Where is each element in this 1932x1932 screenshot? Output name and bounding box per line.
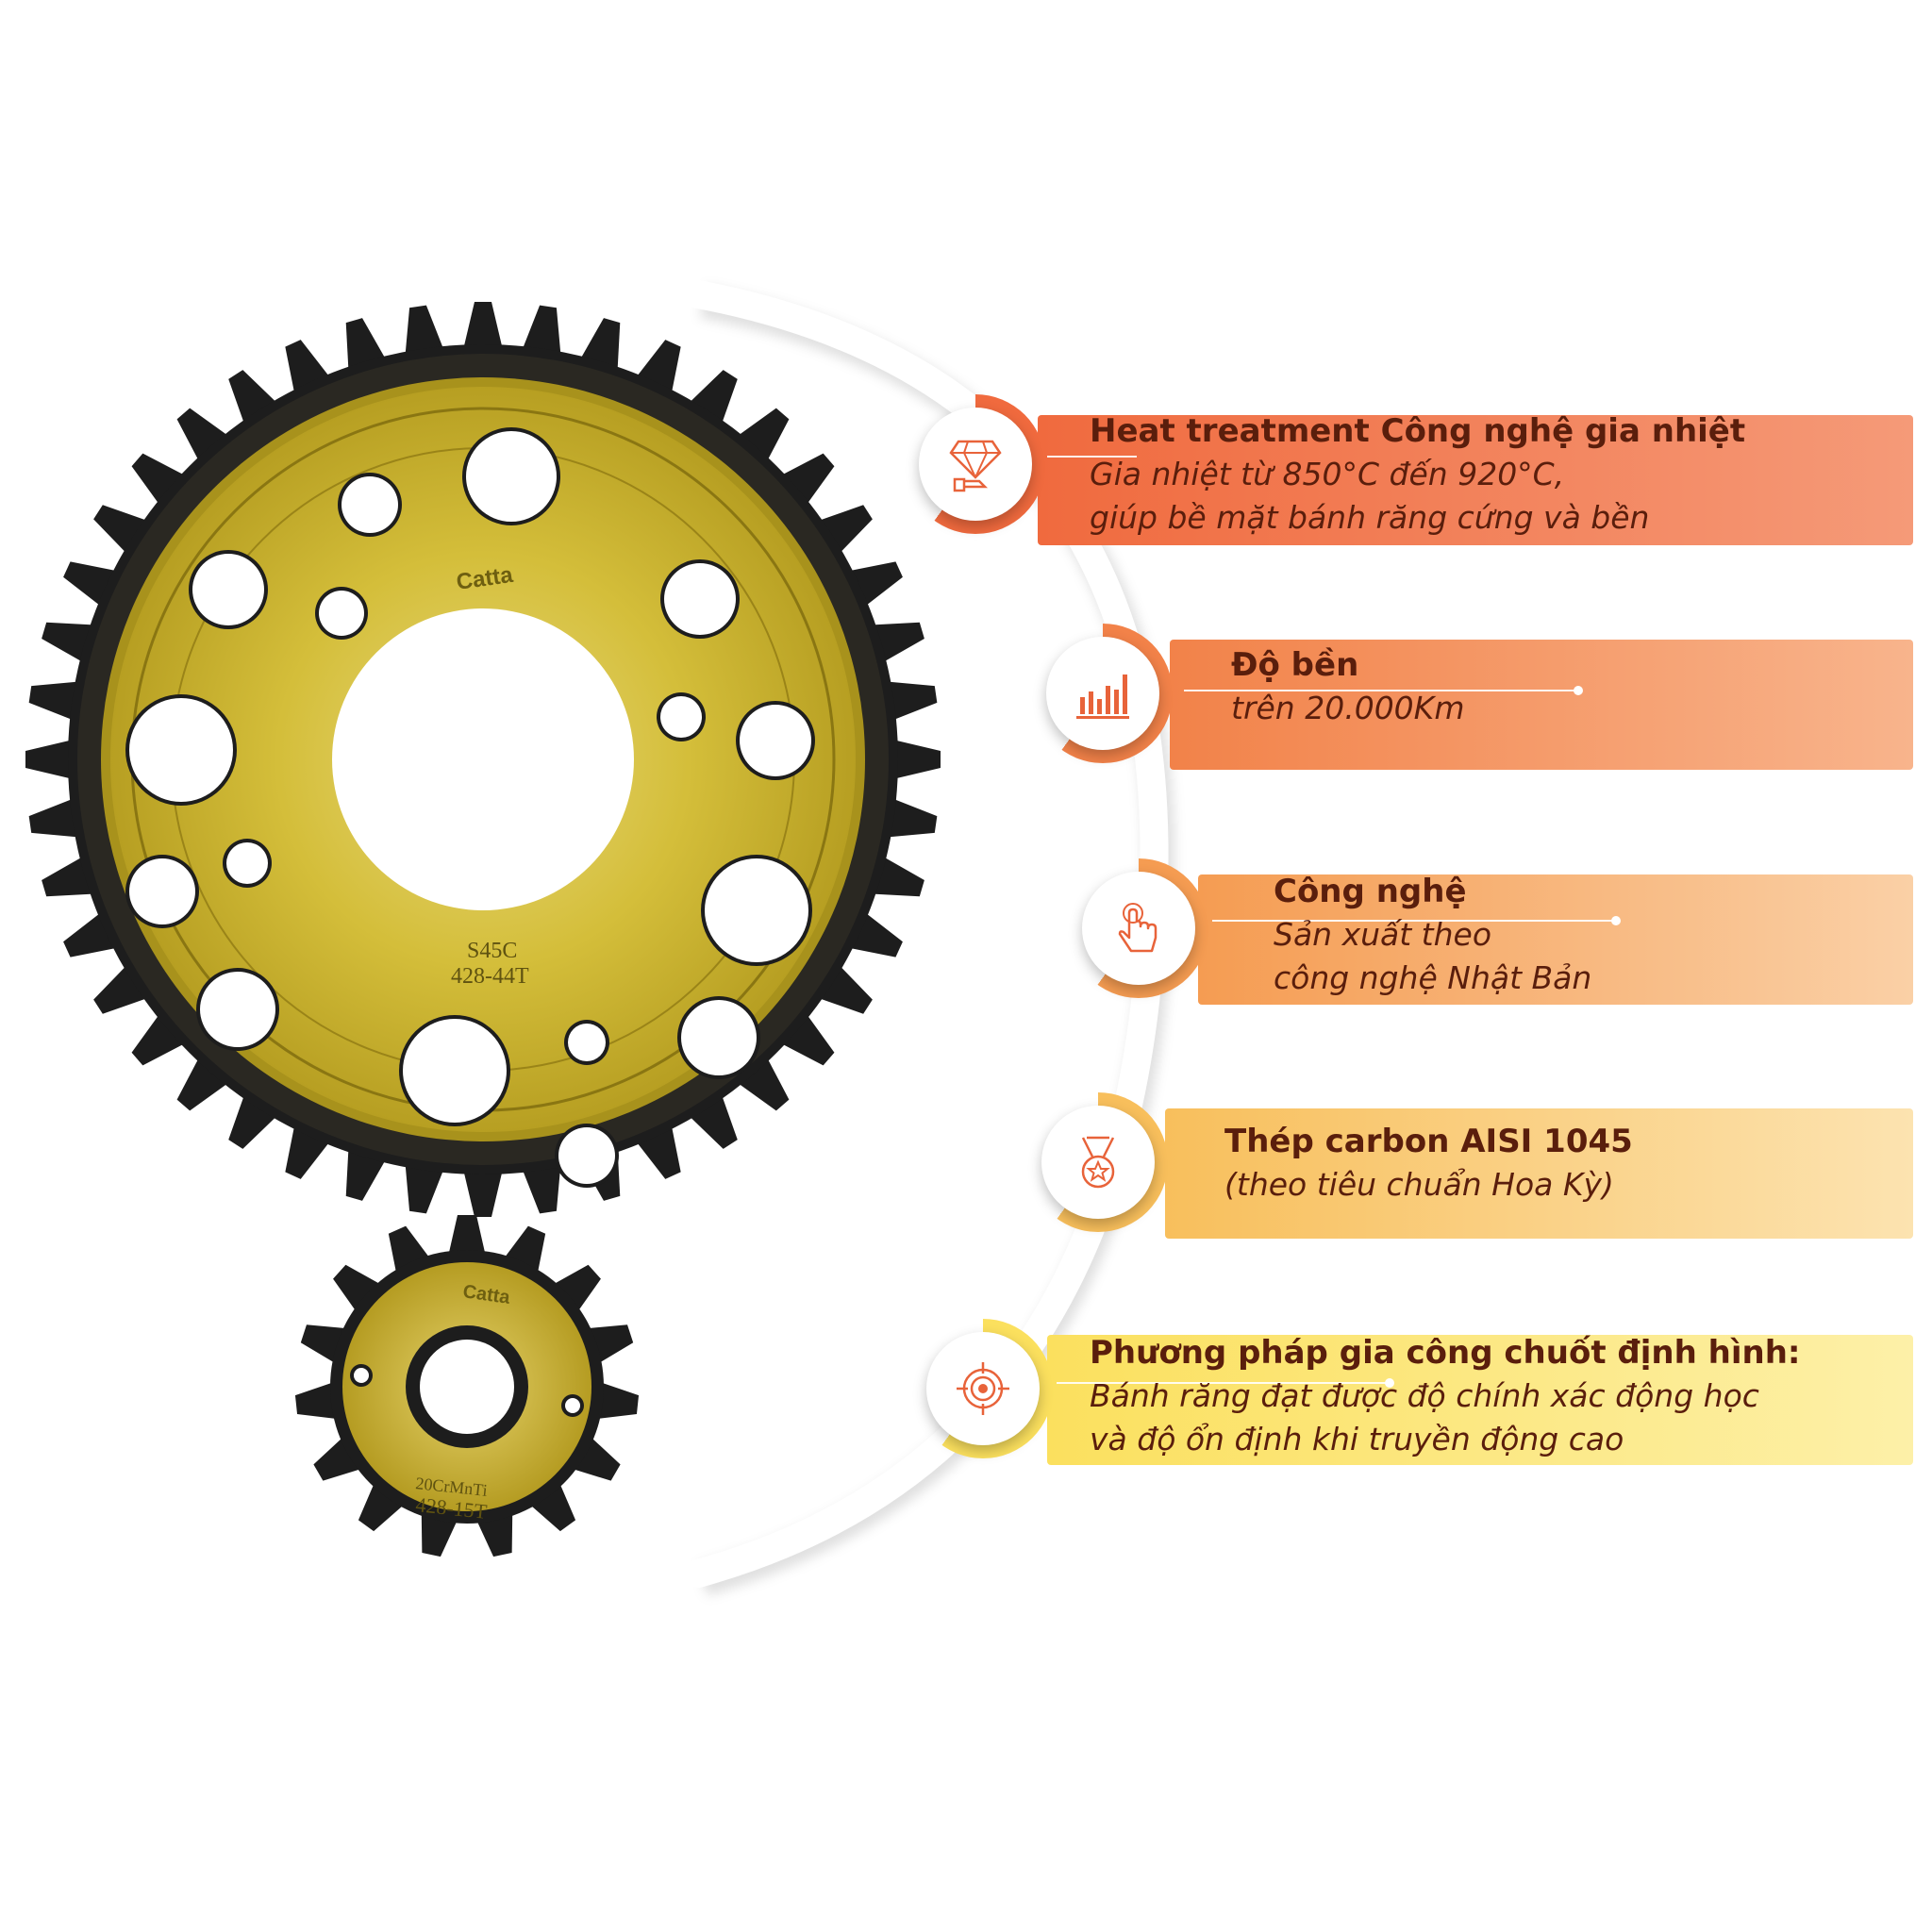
bar-chart-icon bbox=[1076, 675, 1129, 719]
touch-finger-icon bbox=[1118, 903, 1158, 953]
sprocket-tooth bbox=[358, 1480, 407, 1532]
feature-band-carbon-steel bbox=[1165, 1108, 1913, 1239]
sprocket-tooth bbox=[881, 681, 938, 723]
sprocket-tooth bbox=[520, 1158, 561, 1214]
feature-band-durability bbox=[1170, 640, 1913, 770]
feature-1-title-en: Heat treatment bbox=[1090, 412, 1370, 450]
sprocket-tooth bbox=[732, 408, 790, 467]
sprocket-tooth bbox=[176, 408, 234, 467]
feature-3-title: Công nghệ bbox=[1274, 873, 1467, 910]
sprocket-hole bbox=[681, 1000, 757, 1075]
feature-badge-broaching bbox=[913, 1319, 1053, 1458]
sprocket-tooth bbox=[131, 453, 191, 510]
target-icon bbox=[957, 1362, 1009, 1415]
sprocket-hole bbox=[664, 563, 736, 635]
large-sprocket-holes bbox=[125, 427, 815, 1188]
sprocket-hole bbox=[341, 476, 398, 533]
sprocket-tooth bbox=[294, 1381, 340, 1420]
sprocket-hole bbox=[192, 554, 264, 625]
sprocket-tooth bbox=[176, 1052, 234, 1111]
feature-3-line-2: công nghệ Nhật Bản bbox=[1274, 959, 1592, 996]
diamond-hand-icon bbox=[949, 440, 1002, 492]
sprocket-tooth bbox=[881, 796, 938, 838]
sprocket-hole bbox=[319, 591, 364, 636]
sprocket-tooth bbox=[405, 305, 446, 361]
sprocket-tooth bbox=[448, 1215, 486, 1257]
feature-1-title-vi: Công nghệ gia nhiệt bbox=[1380, 412, 1746, 450]
sprocket-hole bbox=[129, 698, 233, 802]
feature-5-line-2: và độ ổn định khi truyền động cao bbox=[1090, 1421, 1624, 1457]
feature-2-title: Độ bền bbox=[1231, 646, 1359, 684]
feature-5-line-1: Bánh răng đạt được độ chính xác động học bbox=[1090, 1377, 1759, 1414]
feature-1-line-2: giúp bề mặt bánh răng cứng và bền bbox=[1090, 499, 1650, 536]
sprocket-tooth bbox=[775, 1008, 835, 1066]
sprocket-hole bbox=[705, 858, 808, 962]
feature-band-technology bbox=[1198, 874, 1913, 1005]
sprocket-hole bbox=[558, 1127, 615, 1184]
sprocket-tooth bbox=[131, 1008, 191, 1066]
feature-badge-carbon-steel bbox=[1028, 1092, 1168, 1232]
sprocket-hole bbox=[200, 972, 275, 1047]
feature-badge-durability bbox=[1033, 624, 1173, 763]
sprocket-tooth bbox=[775, 453, 835, 510]
medal-icon bbox=[1081, 1136, 1115, 1189]
sprocket-tooth bbox=[520, 305, 561, 361]
feature-3-line-1: Sản xuất theo bbox=[1274, 916, 1492, 953]
sprocket-tooth bbox=[28, 796, 85, 838]
feature-4-line-1: (theo tiêu chuẩn Hoa Kỳ) bbox=[1224, 1166, 1614, 1203]
sprocket-hole bbox=[403, 1019, 507, 1123]
sprocket-tooth bbox=[462, 302, 504, 354]
large-sprocket-hub-hole bbox=[332, 608, 634, 910]
sprocket-tooth bbox=[594, 1381, 640, 1420]
sprocket-hole bbox=[660, 696, 702, 738]
sprocket-tooth bbox=[551, 1264, 601, 1314]
sprocket-tooth bbox=[28, 681, 85, 723]
feature-4-title: Thép carbon AISI 1045 bbox=[1224, 1123, 1633, 1160]
large-sprocket-spec: 428-44T bbox=[451, 964, 529, 989]
sprocket-hole bbox=[466, 431, 557, 522]
sprocket-hole bbox=[226, 842, 268, 884]
feature-1-line-1: Gia nhiệt từ 850°C đến 920°C, bbox=[1090, 456, 1565, 492]
sprocket-tooth bbox=[333, 1264, 383, 1314]
feature-2-line-1: trên 20.000Km bbox=[1231, 690, 1465, 726]
sprocket-tooth bbox=[405, 1158, 446, 1214]
large-sprocket-material: S45C bbox=[467, 939, 517, 963]
sprocket-hole bbox=[129, 858, 195, 924]
sprocket-tooth bbox=[732, 1052, 790, 1111]
sprocket-tooth bbox=[527, 1480, 576, 1532]
sprocket-hole bbox=[568, 1024, 606, 1061]
feature-band-heat-treatment bbox=[1038, 415, 1913, 545]
feature-badge-technology bbox=[1069, 858, 1208, 998]
feature-band-broaching bbox=[1047, 1335, 1913, 1465]
sprocket-tooth bbox=[889, 739, 941, 780]
sprocket-hole bbox=[740, 705, 811, 776]
sprocket-tooth bbox=[25, 739, 77, 780]
sprocket-tooth bbox=[462, 1165, 504, 1217]
feature-badge-heat-treatment bbox=[906, 394, 1045, 534]
feature-5-title: Phương pháp gia công chuốt định hình: bbox=[1090, 1334, 1801, 1372]
